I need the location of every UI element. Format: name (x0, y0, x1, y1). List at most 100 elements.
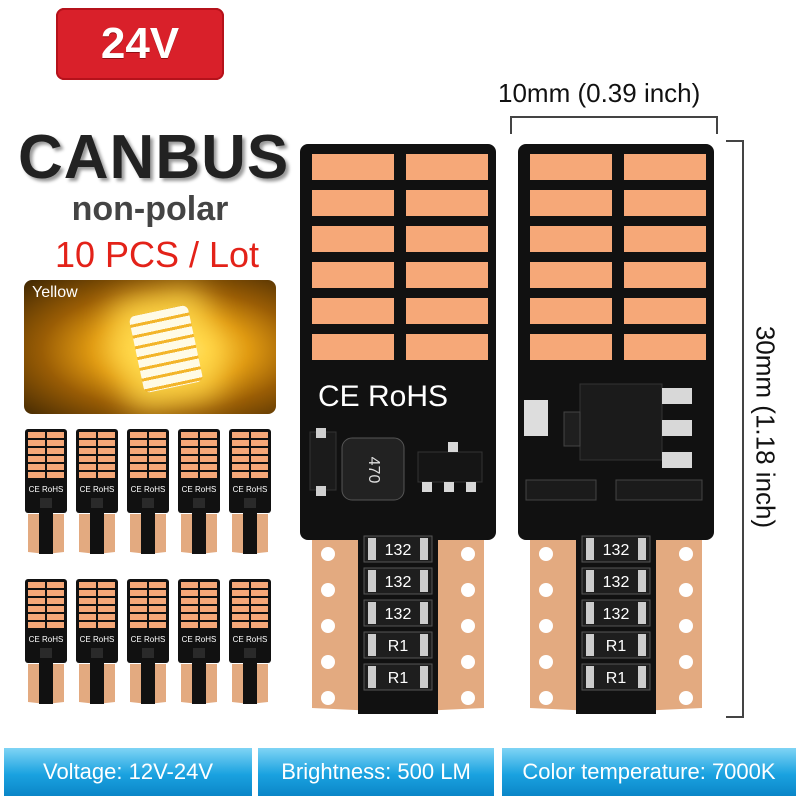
thumb-led (232, 622, 249, 628)
pad (448, 442, 458, 452)
thumb-led (98, 590, 115, 596)
resistor-pad (420, 602, 428, 624)
led-chip (530, 262, 612, 288)
thumb-base-strip (90, 512, 104, 554)
thumb-led (28, 456, 45, 462)
thumb-component (142, 498, 154, 508)
thumb-led (47, 456, 64, 462)
thumb-led (47, 440, 64, 446)
thumb-led (47, 590, 64, 596)
resistor-pad (368, 570, 376, 592)
height-dimension-label: 30mm (1.18 inch) (750, 325, 781, 529)
thumb-led (28, 606, 45, 612)
bulb-thumbnail: CE RoHS (178, 429, 220, 554)
thumb-led (232, 582, 249, 588)
thumb-component (244, 498, 256, 508)
thumb-led (98, 448, 115, 454)
led-chip (406, 190, 488, 216)
thumb-led (232, 432, 249, 438)
contact-dot (321, 691, 335, 705)
pad (662, 420, 692, 436)
thumb-led (181, 464, 198, 470)
brightness-spec-text: Brightness: 500 LM (281, 759, 471, 784)
pad (466, 482, 476, 492)
thumb-led (149, 582, 166, 588)
resistor-pad (586, 538, 594, 560)
thumb-led (200, 440, 217, 446)
resistor-marking: R1 (606, 638, 627, 655)
thumb-led (79, 472, 96, 478)
thumb-led (149, 614, 166, 620)
thumb-led (232, 464, 249, 470)
thumb-led (47, 598, 64, 604)
thumb-led (200, 472, 217, 478)
thumb-led (232, 590, 249, 596)
thumb-led (98, 622, 115, 628)
thumb-led (181, 622, 198, 628)
resistor-marking: 132 (385, 542, 412, 559)
thumb-led (79, 590, 96, 596)
pad (422, 482, 432, 492)
led-chip (312, 262, 394, 288)
thumb-led (98, 598, 115, 604)
thumb-led (251, 432, 268, 438)
thumb-led (79, 432, 96, 438)
thumb-led (200, 582, 217, 588)
thumb-ce-rohs: CE RoHS (182, 635, 217, 644)
regulator-component (579, 383, 663, 461)
thumb-led (149, 464, 166, 470)
contact-dot (679, 619, 693, 633)
pad (444, 482, 454, 492)
led-chip (406, 334, 488, 360)
thumb-led (251, 582, 268, 588)
bulb-thumbnail: CE RoHS (76, 429, 118, 554)
thumb-led (232, 606, 249, 612)
contact-dot (461, 547, 475, 561)
resistor-pad (420, 570, 428, 592)
color-temperature-spec-bar: Color temperature: 7000K (502, 748, 796, 796)
brightness-spec-bar: Brightness: 500 LM (258, 748, 494, 796)
thumb-led (130, 614, 147, 620)
lit-bulb-photo: Yellow (24, 280, 276, 414)
thumb-led (79, 606, 96, 612)
resistor-pad (638, 538, 646, 560)
canbus-title: CANBUS (18, 123, 290, 192)
thumb-led (28, 582, 45, 588)
resistor-pad (586, 666, 594, 688)
thumb-led (130, 606, 147, 612)
thumb-base-strip (243, 512, 257, 554)
bulb-thumbnail: CE RoHS (178, 579, 220, 704)
thumb-led (251, 614, 268, 620)
thumb-led (181, 614, 198, 620)
resistor-marking: 132 (385, 574, 412, 591)
resistor-pad (638, 634, 646, 656)
led-chip (406, 154, 488, 180)
thumb-led (251, 464, 268, 470)
bulb-thumbnail: CE RoHS (76, 579, 118, 704)
color-temperature-spec-text: Color temperature: 7000K (522, 759, 776, 784)
contact-dot (321, 619, 335, 633)
thumb-ce-rohs: CE RoHS (233, 635, 268, 644)
resistor-pad (368, 538, 376, 560)
resistor-pad (638, 602, 646, 624)
pad (316, 428, 326, 438)
thumb-led (47, 582, 64, 588)
inductor-marking: 470 (365, 457, 382, 484)
thumb-led (232, 472, 249, 478)
thumb-led (98, 614, 115, 620)
thumb-led (200, 614, 217, 620)
thumb-led (251, 440, 268, 446)
led-array (312, 154, 488, 360)
thumb-ce-rohs: CE RoHS (131, 485, 166, 494)
thumb-led (79, 598, 96, 604)
thumb-led (98, 582, 115, 588)
thumb-ce-rohs: CE RoHS (233, 485, 268, 494)
bulb-thumbnail: CE RoHS (127, 429, 169, 554)
bulb-thumbnail: CE RoHS (25, 429, 67, 554)
thumb-led (130, 440, 147, 446)
thumb-component (244, 648, 256, 658)
thumb-led (47, 472, 64, 478)
thumb-led (181, 606, 198, 612)
